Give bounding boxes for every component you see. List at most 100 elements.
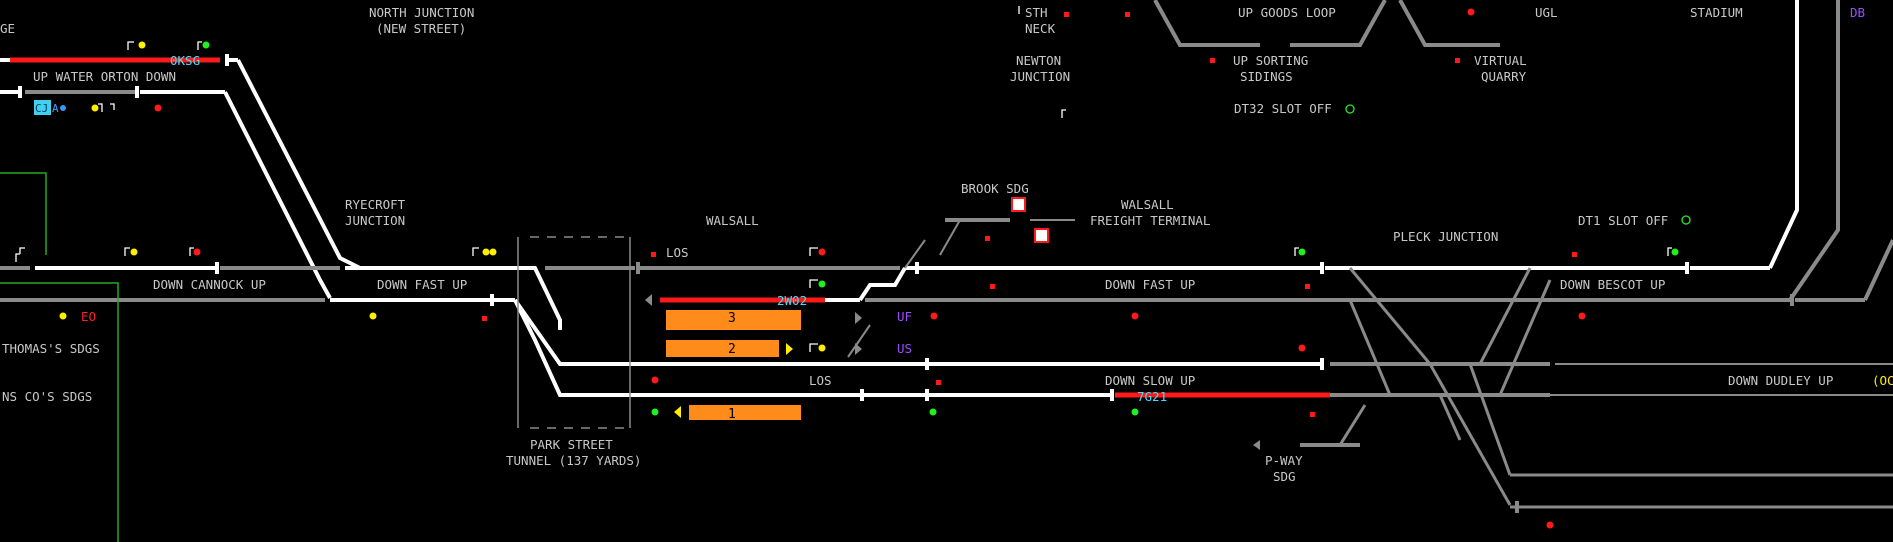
ugl-label: UGL: [1535, 5, 1558, 20]
track-tunnel-down[interactable]: [520, 266, 562, 330]
td-0ksg[interactable]: 0KSG: [170, 53, 200, 68]
platform-2[interactable]: [666, 340, 779, 357]
brook-sdg-label: BROOK SDG: [961, 181, 1029, 196]
track-pleck-diag-1[interactable]: [1348, 267, 1432, 365]
track-pleck-diag-4[interactable]: [1498, 279, 1552, 396]
track-pleck-diag-2[interactable]: [1348, 299, 1392, 396]
dt32-slot-indicator: [1345, 104, 1355, 114]
down-cannock-up-label: DOWN CANNOCK UP: [153, 277, 266, 292]
signal-yellow-icon[interactable]: [59, 312, 67, 320]
brook-sdg-box-1[interactable]: [1011, 197, 1026, 212]
track-fast-crossover[interactable]: [858, 266, 907, 302]
cj-a-label: A: [52, 102, 59, 115]
los-label-2: LOS: [809, 373, 832, 388]
virtual-quarry-sub-label: QUARRY: [1481, 69, 1527, 84]
ns-co-sdgs-label: NS CO'S SDGS: [2, 389, 92, 404]
signal-red-icon[interactable]: [818, 248, 826, 256]
platform-3-number: 3: [728, 311, 736, 326]
signal-yellow-icon[interactable]: [818, 344, 826, 352]
track-pleck-diag-3[interactable]: [1478, 267, 1532, 365]
newton-junction-sub-label: JUNCTION: [1010, 69, 1070, 84]
cj-blue-dot: [60, 105, 66, 111]
eo-label: EO: [81, 309, 96, 324]
signal-red-icon[interactable]: [1131, 312, 1139, 320]
dt1-slot-label: DT1 SLOT OFF: [1578, 213, 1668, 228]
track-pleck-diag-7[interactable]: [1468, 363, 1512, 476]
signal-red-icon[interactable]: [651, 376, 659, 384]
uf-label: UF: [897, 309, 912, 324]
signal-green-icon[interactable]: [818, 280, 826, 288]
sth-neck-sub-label: NECK: [1025, 21, 1056, 36]
signal-green-icon[interactable]: [651, 408, 659, 416]
up-goods-loop-label: UP GOODS LOOP: [1238, 5, 1336, 20]
signal-red-icon[interactable]: [1467, 8, 1475, 16]
signal-yellow-icon[interactable]: [369, 312, 377, 320]
signal-green-icon[interactable]: [1671, 248, 1679, 256]
track-up-sorting[interactable]: [1290, 0, 1387, 47]
park-street-tunnel-label: PARK STREET: [530, 437, 613, 452]
signal-yellow-icon[interactable]: [130, 248, 138, 256]
track-p3-approach[interactable]: [847, 324, 871, 358]
track-tunnel-up[interactable]: [513, 298, 580, 366]
park-street-tunnel-sub-label: TUNNEL (137 YARDS): [506, 453, 641, 468]
brook-sdg-box-2[interactable]: [1034, 228, 1049, 243]
track-north-curve-1[interactable]: [236, 59, 361, 270]
track-tunnel-down-2[interactable]: [513, 299, 580, 397]
track-ugl[interactable]: [1398, 0, 1500, 47]
newton-junction-label: NEWTON: [1016, 53, 1061, 68]
thomas-sdgs-label: THOMAS'S SDGS: [2, 341, 100, 356]
edge-label-ge: GE: [0, 21, 15, 36]
dudley-tail-label: (OC: [1872, 373, 1893, 388]
track-up-goods-loop[interactable]: [1153, 0, 1260, 47]
signal-green-icon[interactable]: [1298, 248, 1306, 256]
signal-stems: [15, 6, 1672, 352]
platform-2-number: 2: [728, 342, 736, 357]
cj-box[interactable]: [34, 100, 51, 115]
down-fast-up-label-2: DOWN FAST UP: [1105, 277, 1195, 292]
up-sorting-sidings-label: UP SORTING: [1233, 53, 1308, 68]
signal-green-icon[interactable]: [202, 41, 210, 49]
platform-3[interactable]: [666, 310, 801, 330]
db-label: DB: [1850, 5, 1865, 20]
track-end-arrows: [645, 294, 1260, 450]
north-junction-sub-label: (NEW STREET): [376, 21, 466, 36]
platform-1[interactable]: [689, 405, 801, 420]
signal-red-icon[interactable]: [1578, 312, 1586, 320]
signal-red-icon[interactable]: [1546, 521, 1554, 529]
track-brook-approach[interactable]: [904, 239, 926, 269]
north-junction-label: NORTH JUNCTION: [369, 5, 474, 20]
track-pleck-diag-5[interactable]: [1428, 363, 1512, 506]
tunnel-outline: [517, 236, 631, 429]
signal-yellow-icon[interactable]: [482, 248, 490, 256]
track-pway-link[interactable]: [1338, 404, 1367, 446]
signal-red-icon[interactable]: [154, 104, 162, 112]
arrow-p2-right: [786, 343, 793, 355]
track-curve-up-right-3[interactable]: [1863, 239, 1893, 301]
direction-arrows: [674, 343, 793, 418]
signal-green-icon[interactable]: [1131, 408, 1139, 416]
dt32-slot-label: DT32 SLOT OFF: [1234, 101, 1332, 116]
ryecroft-junction-sub-label: JUNCTION: [345, 213, 405, 228]
signal-red-icon[interactable]: [193, 248, 201, 256]
signal-yellow-icon[interactable]: [138, 41, 146, 49]
td-7g21[interactable]: 7G21: [1137, 389, 1167, 404]
signal-yellow-icon[interactable]: [489, 248, 497, 256]
track-pleck-diag-6[interactable]: [1438, 394, 1462, 441]
track-curve-up-right-2[interactable]: [1788, 0, 1840, 302]
cj-box-label: CJ: [35, 102, 48, 115]
fringe-line-box: [0, 282, 119, 542]
track-brook-link[interactable]: [939, 219, 961, 256]
arrow-p1-left: [674, 406, 681, 418]
fringe-line-top: [0, 172, 47, 255]
signal-green-icon[interactable]: [929, 408, 937, 416]
td-2w02[interactable]: 2W02: [777, 293, 807, 308]
track-north-curve-2[interactable]: [223, 91, 332, 299]
signal-yellow-icon[interactable]: [91, 104, 99, 112]
pway-sdg-sub-label: SDG: [1273, 469, 1296, 484]
walsall-label: WALSALL: [706, 213, 759, 228]
signal-red-icon[interactable]: [930, 312, 938, 320]
signal-red-icon[interactable]: [1298, 344, 1306, 352]
track-curve-up-right-1[interactable]: [1768, 0, 1799, 269]
